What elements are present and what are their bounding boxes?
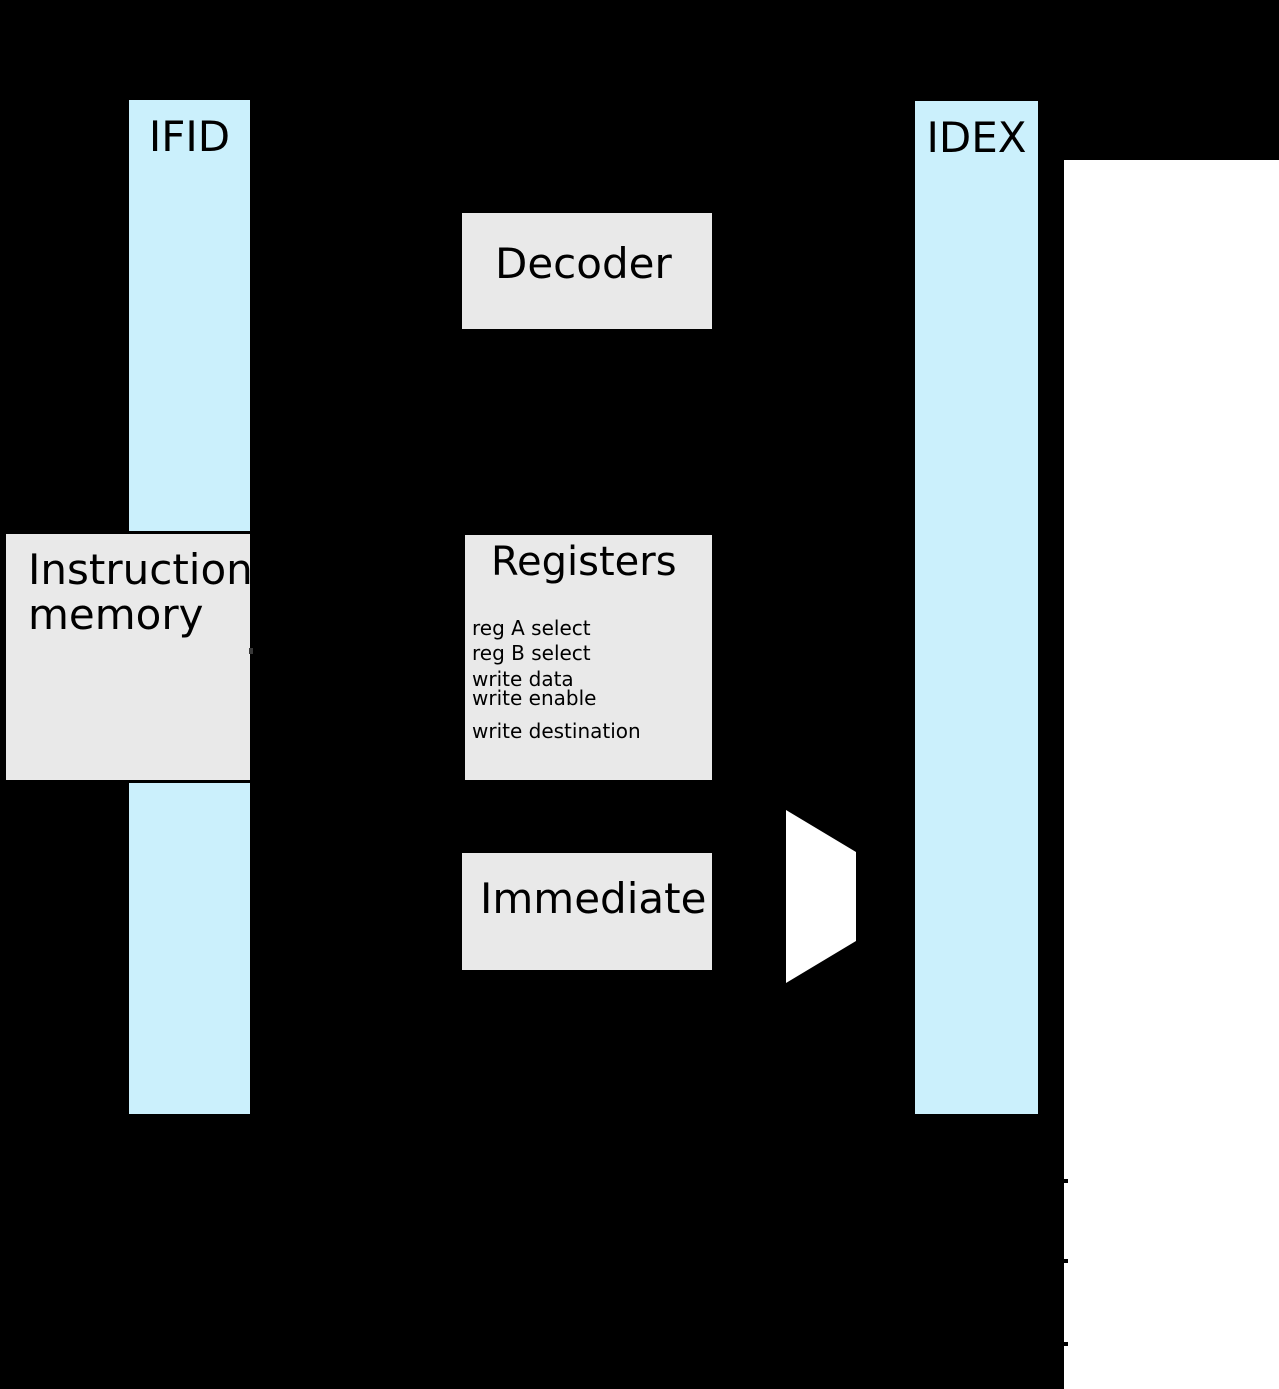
instruction-memory-label-line1: Instruction <box>28 545 253 594</box>
wire-stub-instruction-memory <box>249 648 253 654</box>
registers-title: Registers <box>491 539 677 585</box>
decoder-block: Decoder <box>459 210 715 332</box>
decoder-label: Decoder <box>495 239 672 288</box>
registers-port-write-destination: write destination <box>472 719 641 743</box>
next-stage-area <box>1064 160 1279 1389</box>
pipeline-register-idex: IDEX <box>913 99 1040 1116</box>
registers-port-reg-b-select: reg B select <box>472 641 591 665</box>
registers-port-write-enable: write enable <box>472 686 597 710</box>
wire-stub-bottom <box>1062 1342 1068 1346</box>
wire-stub-middle <box>1062 1259 1068 1263</box>
registers-port-write-data: write data <box>472 667 574 691</box>
wire-stub-top <box>1062 1179 1068 1183</box>
mux-shape <box>786 810 856 983</box>
idex-label: IDEX <box>926 113 1027 162</box>
registers-port-reg-a-select: reg A select <box>472 616 591 640</box>
instruction-memory-block: Instruction memory <box>3 531 253 783</box>
immediate-block: Immediate <box>459 850 715 973</box>
instruction-memory-label-line2: memory <box>28 589 204 639</box>
ifid-label: IFID <box>148 112 231 161</box>
registers-block: Registers reg A select reg B select writ… <box>462 532 715 783</box>
immediate-label: Immediate <box>480 874 707 923</box>
